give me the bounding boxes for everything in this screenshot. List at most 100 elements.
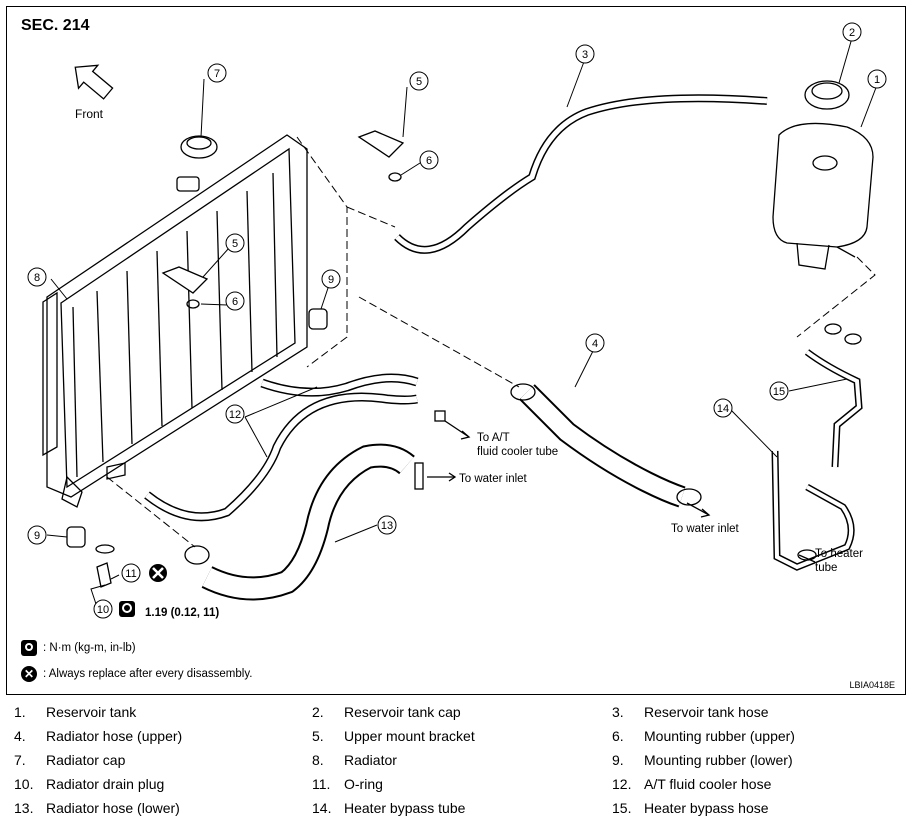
svg-text:15: 15: [773, 386, 785, 398]
svg-text:7: 7: [214, 68, 220, 80]
part-number: 9.: [612, 752, 624, 768]
mounting-rubber-left-drawing: [66, 526, 86, 548]
part-name: A/T fluid cooler hose: [644, 776, 772, 792]
part-number: 2.: [312, 704, 324, 720]
radiator-cap-drawing: [180, 135, 218, 159]
part-number: 6.: [612, 728, 624, 744]
part-name: Mounting rubber (lower): [644, 752, 793, 768]
part-item: 15. Heater bypass hose: [612, 800, 769, 816]
part-number: 7.: [14, 752, 26, 768]
to-heater-label: To heater tube: [815, 547, 863, 575]
part-item: 12.A/T fluid cooler hose: [612, 776, 771, 792]
svg-text:10: 10: [97, 604, 109, 616]
ref-bubble-1: 1: [867, 69, 887, 89]
part-name: Radiator cap: [46, 752, 126, 768]
ref-bubble-8: 8: [27, 267, 47, 287]
part-name: Radiator drain plug: [46, 776, 165, 792]
part-item: 1.Reservoir tank: [14, 704, 136, 720]
part-item: 4. Radiator hose (upper): [14, 728, 182, 744]
part-item: 2.Reservoir tank cap: [312, 704, 461, 720]
part-number: 4.: [14, 728, 26, 744]
ref-bubble-15: 15: [769, 381, 789, 401]
mounting-rubber-right-drawing: [308, 308, 328, 330]
reservoir-hose-drawing: [394, 94, 768, 254]
section-label: SEC. 214: [21, 17, 90, 34]
svg-text:6: 6: [426, 155, 432, 167]
svg-text:9: 9: [328, 274, 334, 286]
part-item: 9. Mounting rubber (lower): [612, 752, 793, 768]
part-item: 14.Heater bypass tube: [312, 800, 465, 816]
svg-text:11: 11: [125, 568, 136, 580]
upper-bracket-lower-drawing: [161, 266, 209, 294]
svg-text:3: 3: [582, 49, 588, 61]
to-water-inlet-right-label: To water inlet: [671, 523, 739, 535]
part-item: 8. Radiator: [312, 752, 397, 768]
ref-bubble-3: 3: [575, 44, 595, 64]
reservoir-tank-drawing: [772, 122, 874, 270]
part-name: Radiator: [344, 752, 397, 768]
svg-text:1: 1: [874, 74, 880, 86]
ref-bubble-14: 14: [713, 398, 733, 418]
part-number: 11.: [312, 776, 331, 792]
part-name: O-ring: [344, 776, 383, 792]
part-item: 6.Mounting rubber (upper): [612, 728, 795, 744]
drain-plug-drawing: [96, 562, 112, 588]
diagram-frame: 1 2 3 4 5 5 6 6 7 8 9 9 10 11 12 13 14 1…: [6, 6, 906, 695]
to-heater-line1: To heater: [815, 548, 863, 560]
part-item: 13. Radiator hose (lower): [14, 800, 180, 816]
torque-spec: 1.19 (0.12, 11): [145, 607, 220, 619]
part-item: 11. O-ring: [312, 776, 383, 792]
svg-text:5: 5: [232, 238, 238, 250]
replace-icon-inline: [149, 564, 167, 582]
part-name: Upper mount bracket: [344, 728, 475, 744]
ref-bubble-5b: 5: [225, 233, 245, 253]
part-name: Reservoir tank: [46, 704, 137, 720]
legend-replace-text: : Always replace after every disassembly…: [43, 668, 253, 680]
radiator-drawing: [42, 134, 308, 508]
ref-bubble-13: 13: [377, 515, 397, 535]
torque-icon: [21, 640, 37, 656]
legend-torque-text: : N·m (kg-m, in-lb): [43, 642, 136, 654]
svg-text:8: 8: [34, 272, 40, 284]
part-number: 8.: [312, 752, 324, 768]
part-number: 5.: [312, 728, 324, 744]
svg-text:2: 2: [849, 27, 855, 39]
part-number: 13.: [14, 800, 34, 816]
part-number: 10.: [14, 776, 34, 792]
cooling-system-illustration: 1 2 3 4 5 5 6 6 7 8 9 9 10 11 12 13 14 1…: [27, 22, 887, 619]
svg-text:9: 9: [34, 530, 40, 542]
ref-bubble-6b: 6: [225, 291, 245, 311]
part-name: Radiator hose (lower): [46, 800, 180, 816]
part-item: 5. Upper mount bracket: [312, 728, 475, 744]
svg-text:6: 6: [232, 296, 238, 308]
ref-bubble-4: 4: [585, 333, 605, 353]
figure-code: LBIA0418E: [849, 680, 895, 690]
ref-bubble-11: 11: [121, 563, 141, 583]
part-name: Reservoir tank hose: [644, 704, 769, 720]
part-name: Heater bypass hose: [644, 800, 769, 816]
part-item: 7. Radiator cap: [14, 752, 125, 768]
part-number: 3.: [612, 704, 624, 720]
torque-icon-inline: [119, 601, 135, 617]
ref-bubble-10: 10: [93, 599, 113, 619]
to-heater-line2: tube: [815, 562, 838, 574]
part-number: 14.: [312, 800, 332, 816]
to-water-inlet-left-label: To water inlet: [459, 473, 527, 485]
svg-text:14: 14: [717, 403, 729, 415]
part-name: Radiator hose (upper): [46, 728, 183, 744]
to-at-cooler-label: To A/T fluid cooler tube: [477, 431, 558, 459]
part-item: 3. Reservoir tank hose: [612, 704, 769, 720]
svg-text:4: 4: [592, 338, 598, 350]
to-at-cooler-line1: To A/T: [477, 432, 510, 444]
part-number: 15.: [612, 800, 632, 816]
ref-bubble-7: 7: [207, 63, 227, 83]
legend-torque: : N·m (kg-m, in-lb): [21, 640, 136, 656]
o-ring-drawing: [95, 544, 115, 554]
reservoir-cap-drawing: [804, 80, 850, 110]
reference-bubbles: 1 2 3 4 5 5 6 6 7 8 9 9 10 11 12 13 14 1…: [27, 22, 887, 619]
ref-bubble-2: 2: [842, 22, 862, 42]
ref-bubble-9a: 9: [321, 269, 341, 289]
svg-text:5: 5: [416, 76, 422, 88]
to-at-cooler-line2: fluid cooler tube: [477, 446, 559, 458]
ref-bubble-5a: 5: [409, 71, 429, 91]
